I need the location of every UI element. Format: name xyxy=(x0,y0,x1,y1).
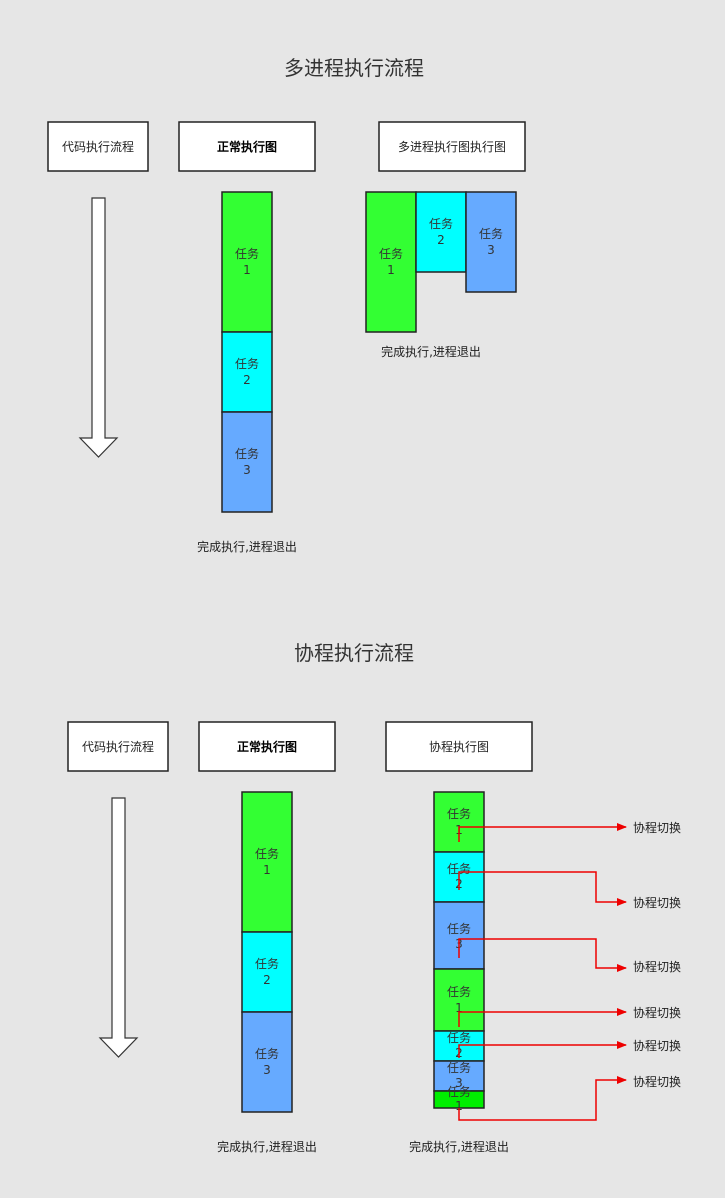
task-number: 2 xyxy=(263,973,271,987)
switch-connectors xyxy=(458,823,627,1121)
switch-label-2: 协程切换 xyxy=(633,895,681,910)
coroutine-segment-1: 任务 1 xyxy=(433,791,485,853)
task-block xyxy=(241,791,293,933)
task-number: 2 xyxy=(243,373,251,387)
switch-arrow-5 xyxy=(458,1041,627,1058)
code-flow-label: 代码执行流程 xyxy=(62,139,134,154)
switch-arrow-6 xyxy=(458,1076,627,1121)
multiprocess-exec-header: 多进程执行图执行图 xyxy=(378,121,526,172)
code-flow-box xyxy=(67,721,169,772)
normal-exec-header-1: 正常执行图 xyxy=(178,121,316,172)
normal-exec-label: 正常执行图 xyxy=(217,139,277,154)
task-name: 任务 xyxy=(235,246,259,261)
normal-task-3: 任务 3 xyxy=(241,1011,293,1113)
coroutine-segment-3: 任务 3 xyxy=(433,901,485,970)
switch-arrow-3 xyxy=(458,938,627,972)
task-block xyxy=(241,931,293,1013)
multi-done-text: 完成执行,进程退出 xyxy=(381,344,481,359)
multiprocess-exec-box xyxy=(378,121,526,172)
code-flow-header-2: 代码执行流程 xyxy=(67,721,169,772)
switch-label-1: 协程切换 xyxy=(633,820,681,835)
task-name: 任务 xyxy=(235,356,259,371)
switch-label-6: 协程切换 xyxy=(633,1074,681,1089)
task-block xyxy=(433,791,485,853)
task-name: 任务 xyxy=(447,984,471,999)
normal-exec-box xyxy=(198,721,336,772)
task-number: 3 xyxy=(263,1063,271,1077)
switch-arrow-1 xyxy=(458,823,627,842)
normal-task-1: 任务 1 xyxy=(221,191,273,333)
multiprocess-title: 多进程执行流程 xyxy=(284,56,424,80)
task-name: 任务 xyxy=(255,956,279,971)
normal-done-text: 完成执行,进程退出 xyxy=(197,539,297,554)
multi-task-3: 任务 3 xyxy=(465,191,517,293)
task-block xyxy=(221,191,273,333)
task-number: 3 xyxy=(455,1076,463,1090)
switch-label-4: 协程切换 xyxy=(633,1005,681,1020)
task-number: 1 xyxy=(455,1001,463,1015)
task-name: 任务 xyxy=(235,446,259,461)
switch-label-5: 协程切换 xyxy=(633,1038,681,1053)
task-number: 2 xyxy=(437,233,445,247)
task-name: 任务 xyxy=(447,921,471,936)
normal-exec-box xyxy=(178,121,316,172)
task-name: 任务 xyxy=(447,1084,471,1099)
coroutine-exec-box xyxy=(385,721,533,772)
task-number: 3 xyxy=(243,463,251,477)
task-name: 任务 xyxy=(379,246,403,261)
switch-arrow-4 xyxy=(458,1008,627,1027)
multi-task-1: 任务 1 xyxy=(365,191,417,333)
multiprocess-exec-label: 多进程执行图执行图 xyxy=(398,139,506,154)
switch-arrow-2 xyxy=(458,871,627,906)
task-name: 任务 xyxy=(447,806,471,821)
coroutine-exec-label: 协程执行图 xyxy=(429,739,489,754)
normal-task-1: 任务 1 xyxy=(241,791,293,933)
coroutine-done-text: 完成执行,进程退出 xyxy=(409,1139,509,1154)
code-flow-label: 代码执行流程 xyxy=(82,739,154,754)
task-block xyxy=(365,191,417,333)
down-arrow-icon xyxy=(78,197,119,458)
task-number: 1 xyxy=(387,263,395,277)
normal-exec-label: 正常执行图 xyxy=(237,739,297,754)
task-number: 1 xyxy=(263,863,271,877)
task-number: 1 xyxy=(243,263,251,277)
task-name: 任务 xyxy=(479,226,503,241)
down-arrow-icon xyxy=(98,797,139,1058)
multi-task-2: 任务 2 xyxy=(415,191,467,273)
coroutine-exec-header: 协程执行图 xyxy=(385,721,533,772)
task-name: 任务 xyxy=(447,1060,471,1075)
task-name: 任务 xyxy=(255,846,279,861)
coroutine-title: 协程执行流程 xyxy=(294,641,414,665)
task-number: 1 xyxy=(455,1099,463,1113)
task-number: 3 xyxy=(487,243,495,257)
task-name: 任务 xyxy=(447,1030,471,1045)
normal-done-text: 完成执行,进程退出 xyxy=(217,1139,317,1154)
coroutine-segment-7: 任务 1 xyxy=(433,1084,485,1113)
task-block xyxy=(241,1011,293,1113)
task-name: 任务 xyxy=(255,1046,279,1061)
normal-task-2: 任务 2 xyxy=(241,931,293,1013)
normal-task-2: 任务 2 xyxy=(221,331,273,413)
normal-task-3: 任务 3 xyxy=(221,411,273,513)
normal-exec-header-2: 正常执行图 xyxy=(198,721,336,772)
task-block xyxy=(433,1060,485,1092)
switch-label-3: 协程切换 xyxy=(633,959,681,974)
task-block xyxy=(221,411,273,513)
code-flow-header-1: 代码执行流程 xyxy=(47,121,149,172)
code-flow-box xyxy=(47,121,149,172)
task-name: 任务 xyxy=(429,216,453,231)
task-block xyxy=(221,331,273,413)
coroutine-segment-6: 任务 3 xyxy=(433,1060,485,1092)
task-block xyxy=(415,191,467,273)
task-block xyxy=(465,191,517,293)
